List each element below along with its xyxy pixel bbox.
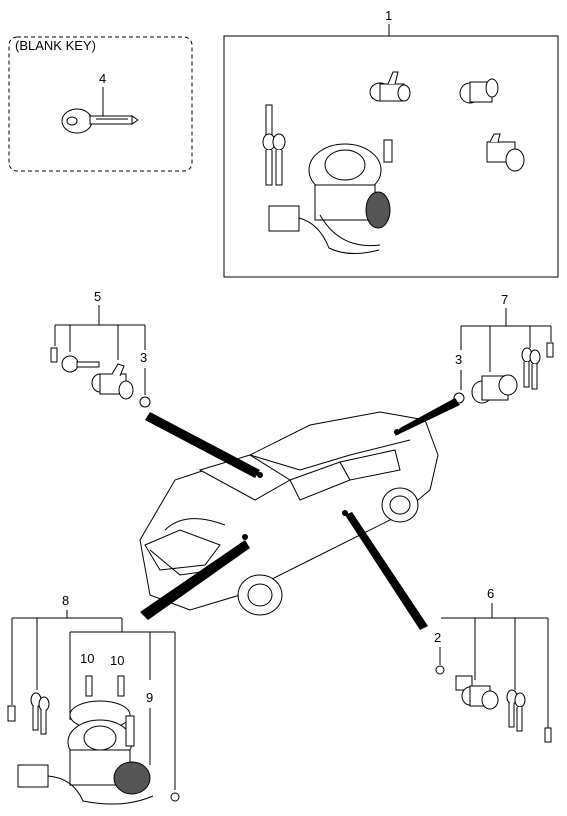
clip-rear-icon — [435, 665, 445, 675]
screw-icon — [85, 675, 93, 697]
key-tag-icon — [50, 347, 58, 363]
driver-door-lock-group: 5 3 — [50, 289, 151, 408]
trunk-lock-cylinder-icon — [459, 78, 499, 104]
rear-lock-cylinder-icon — [455, 675, 499, 710]
callout-3-right: 3 — [455, 352, 462, 367]
callout-3-left: 3 — [140, 350, 147, 365]
callout-1: 1 — [385, 8, 392, 23]
blank-key-icon — [61, 108, 139, 134]
door-key-icon — [61, 355, 100, 373]
callout-2: 2 — [434, 630, 441, 645]
callout-7: 7 — [501, 292, 508, 307]
callout-5: 5 — [94, 289, 101, 304]
pointer-strokes — [140, 398, 460, 630]
callout-10-b: 10 — [110, 653, 124, 668]
sedan-car-illustration — [139, 411, 439, 616]
key-pair-rear-icon — [506, 689, 526, 732]
blank-key-box — [8, 36, 193, 172]
callout-4: 4 — [99, 71, 106, 86]
side-lock-cylinder-icon — [486, 133, 525, 172]
key-tag-rear-icon — [544, 727, 552, 743]
clip-icon — [139, 396, 151, 408]
blank-key-title: (BLANK KEY) — [15, 38, 96, 53]
callout-8: 8 — [62, 593, 69, 608]
key-tag-ignition-icon — [7, 705, 16, 722]
key-tag-right-icon — [546, 342, 554, 358]
screw-icon-2 — [117, 675, 125, 697]
screw-bottom-icon — [170, 792, 180, 802]
callout-9: 9 — [146, 690, 153, 705]
trunk-lock-cylinder-right-icon — [471, 374, 518, 404]
key-pair-icon — [262, 104, 286, 186]
wire-connector-icon — [17, 764, 154, 805]
blank-key-group: (BLANK KEY) 4 — [8, 36, 193, 172]
key-pair-right-icon — [521, 347, 541, 390]
callout-10-a: 10 — [80, 651, 94, 666]
rear-door-lock-group: 6 2 — [434, 586, 552, 743]
passenger-door-lock-group: 7 3 — [453, 292, 554, 404]
lock-set-group: 1 — [223, 8, 559, 278]
lock-set-box — [223, 35, 559, 278]
door-lock-cylinder-left-icon — [91, 363, 134, 400]
ignition-lock-body-icon — [67, 700, 151, 795]
callout-6: 6 — [487, 586, 494, 601]
ignition-lock-group: 8 10 10 9 — [7, 593, 180, 805]
ignition-lock-assembly-icon — [268, 139, 393, 254]
key-pair-ignition-icon — [30, 692, 50, 735]
door-lock-cylinder-icon — [369, 71, 411, 102]
